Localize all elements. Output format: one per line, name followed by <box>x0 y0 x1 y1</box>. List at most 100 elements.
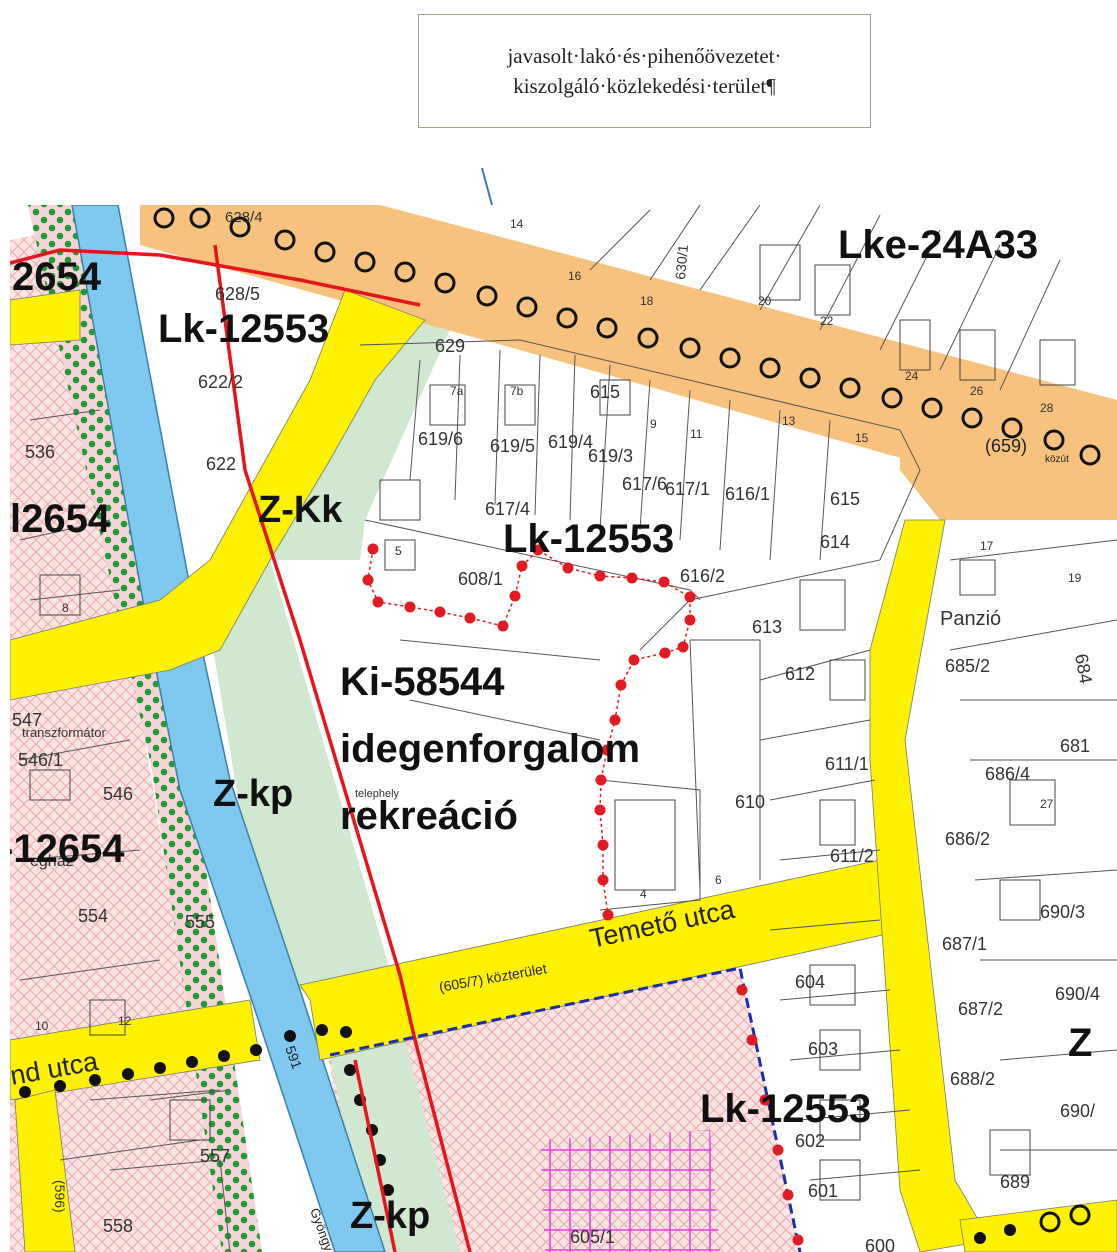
zone-ki-desc-1: idegenforgalom <box>340 727 640 771</box>
road-right-vertical <box>869 519 991 1252</box>
house-number: 26 <box>970 384 984 398</box>
parcel-label: 613 <box>752 617 782 637</box>
label-telephely: telephely <box>355 788 400 800</box>
parcel-label: 611/2 <box>830 846 874 866</box>
parcel-label: (596) <box>52 1180 68 1213</box>
house-number: 13 <box>782 414 796 428</box>
main-road-orange-right <box>900 430 1117 520</box>
house-number: 20 <box>758 294 772 308</box>
zone-z-kk: Z-Kk <box>258 489 343 531</box>
parcel-label: 619/6 <box>418 429 463 449</box>
callout-line-2: kiszolgáló·közlekedési·terület¶ <box>513 74 776 98</box>
house-number: 5 <box>395 544 402 558</box>
zone-lke-24a33: Lke-24A33 <box>838 223 1038 267</box>
parcel-label: 615 <box>590 382 620 402</box>
zone-12654: -12654 <box>10 827 125 871</box>
parcel-label: 690/ <box>1060 1101 1095 1121</box>
callout-box: javasolt·lakó·és·pihenőövezetet· kiszolg… <box>418 14 871 128</box>
parcel-label: 602 <box>795 1131 825 1151</box>
zone-z-kp-1: Z-kp <box>213 773 293 815</box>
parcel-label: 554 <box>78 906 108 926</box>
house-number: 18 <box>640 294 654 308</box>
parcel-label: 600 <box>865 1236 895 1252</box>
parcel-label: 557 <box>200 1146 230 1166</box>
parcel-label: 689 <box>1000 1172 1030 1192</box>
parcel-label: 612 <box>785 664 815 684</box>
house-number: 17 <box>980 539 994 553</box>
parcel-label: 687/1 <box>942 934 987 954</box>
house-number: 11 <box>690 427 703 441</box>
house-number: 15 <box>855 431 869 445</box>
parcel-label: 630/1 <box>672 244 691 281</box>
parcel-label: 601 <box>808 1181 838 1201</box>
house-number: 16 <box>568 269 582 283</box>
pink-hatch-left <box>10 230 260 1252</box>
parcel-label: 546 <box>103 784 133 804</box>
road-left-bottom <box>14 1089 76 1252</box>
callout-line-1: javasolt·lakó·és·pihenőövezetet· <box>507 43 782 68</box>
red-dotted-boundary <box>362 543 804 1246</box>
parcel-label: 619/4 <box>548 432 593 452</box>
zone-z-kp-2: Z-kp <box>350 1195 430 1237</box>
house-number: 10 <box>35 1019 49 1033</box>
parcel-label: 615 <box>830 489 860 509</box>
parcel-label: 604 <box>795 972 825 992</box>
house-number: 4 <box>640 887 647 901</box>
parcel-label: 628/5 <box>215 284 260 304</box>
zone-l2654-mid: l2654 <box>10 497 111 541</box>
zone-lk-12553-mid: Lk-12553 <box>503 517 674 561</box>
parcel-label: 558 <box>103 1216 133 1236</box>
parcel-label: 622 <box>206 454 236 474</box>
label-eghaz: eghaz <box>30 853 74 870</box>
zoning-map[interactable]: 628/4 628/5 629 622/2 622 536 619/6 619/… <box>10 205 1117 1252</box>
parcel-label: 687/2 <box>958 999 1003 1019</box>
house-number: 8 <box>62 601 69 615</box>
road-nd-utca <box>10 999 261 1101</box>
house-numbers: 14 16 18 20 22 24 26 28 17 19 15 13 11 9… <box>35 217 1082 1033</box>
house-number: 12 <box>118 1014 132 1028</box>
parcel-label: 622/2 <box>198 372 243 392</box>
zone-ki-desc-2: rekreáció <box>340 794 518 838</box>
parcel-label: 617/6 <box>622 474 667 494</box>
street-659: (659) <box>985 436 1027 456</box>
zone-lk-12553-bottom: Lk-12553 <box>700 1087 871 1131</box>
zone-2654-top: 2654 <box>12 255 102 299</box>
house-number: 28 <box>1040 401 1054 415</box>
parcel-label: 681 <box>1060 736 1090 756</box>
house-number: 24 <box>905 369 919 383</box>
parcel-label: 617/1 <box>665 479 710 499</box>
parcel-label: 629 <box>435 336 465 356</box>
house-number: 19 <box>1068 571 1082 585</box>
parcel-label: 685/2 <box>945 656 990 676</box>
parcel-label: 614 <box>820 532 850 552</box>
house-number: 9 <box>650 417 657 431</box>
parcel-label: 616/1 <box>725 484 770 504</box>
house-number: 7b <box>510 384 524 398</box>
black-dot-line <box>19 1024 1016 1244</box>
parcel-label: 610 <box>735 792 765 812</box>
parcel-label: 605/1 <box>570 1227 615 1247</box>
road-bottom-right <box>959 1199 1117 1252</box>
water-channel <box>71 205 386 1252</box>
house-number: 7a <box>450 384 464 398</box>
parcel-label: 555 <box>185 912 215 932</box>
parcel-label: 619/5 <box>490 436 535 456</box>
magenta-grid <box>540 1130 720 1252</box>
parcel-label: 536 <box>25 442 55 462</box>
zone-lk-12553-top: Lk-12553 <box>158 307 329 351</box>
parcel-label: 686/4 <box>985 764 1030 784</box>
street-591: 591 <box>282 1044 305 1072</box>
house-number: 22 <box>820 314 834 328</box>
house-number: 6 <box>715 873 722 887</box>
parcel-label: 690/4 <box>1055 984 1100 1004</box>
parcel-label: 617/4 <box>485 499 530 519</box>
green-dot-strip <box>28 205 262 1252</box>
zone-ki-58544: Ki-58544 <box>340 660 505 704</box>
street-kozut: közút <box>1045 454 1069 465</box>
parcel-label: 547 <box>12 710 42 730</box>
house-number: 14 <box>510 217 524 231</box>
building-outlines <box>29 244 1076 1201</box>
red-boundaries <box>10 244 472 1252</box>
main-road-orange <box>140 205 1117 515</box>
zone-z-right: Z <box>1068 1021 1092 1065</box>
